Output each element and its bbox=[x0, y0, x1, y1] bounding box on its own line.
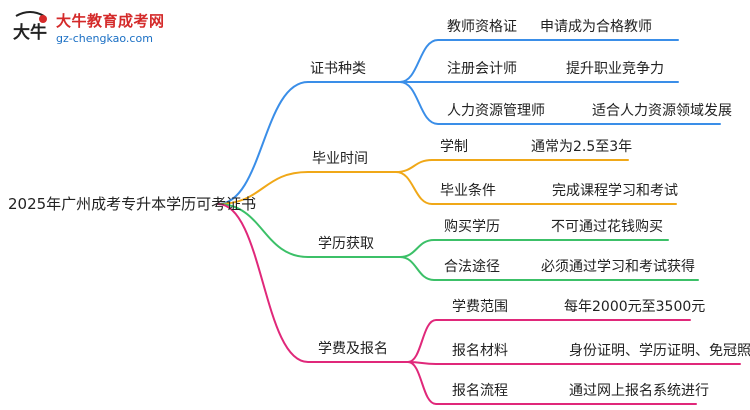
leaf-label-3-2: 合法途径 bbox=[444, 259, 500, 275]
leaf-link-2-1 bbox=[395, 159, 629, 173]
leaf-link-1-1 bbox=[399, 39, 679, 83]
leaf-label-4-3: 报名流程 bbox=[452, 383, 508, 399]
branch-link-4 bbox=[217, 203, 409, 363]
leaf-label-4-2: 报名材料 bbox=[452, 343, 508, 359]
leaf-label-2-1: 学制 bbox=[440, 139, 468, 155]
leaf-label-3-1: 购买学历 bbox=[444, 219, 500, 235]
leaf-label-1-2: 注册会计师 bbox=[447, 61, 517, 77]
branch-label-3: 学历获取 bbox=[318, 236, 374, 252]
leaf-label-1-1: 教师资格证 bbox=[447, 19, 517, 35]
logo-url: gz-chengkao.com bbox=[56, 32, 153, 45]
leaf-link-4-3 bbox=[407, 361, 697, 405]
leaf-value-1-3: 适合人力资源领域发展 bbox=[592, 103, 732, 119]
logo: 大牛 大牛教育成考网 gz-chengkao.com bbox=[4, 6, 174, 52]
leaf-value-1-2: 提升职业竞争力 bbox=[566, 61, 664, 77]
leaf-value-4-2: 身份证明、学历证明、免冠照片 bbox=[569, 343, 750, 359]
leaf-value-3-1: 不可通过花钱购买 bbox=[551, 219, 663, 235]
leaf-value-2-2: 完成课程学习和考试 bbox=[552, 183, 678, 199]
root-node: 2025年广州成考专升本学历可考证书 bbox=[8, 195, 257, 213]
branch-link-1 bbox=[217, 81, 401, 205]
branch-link-2 bbox=[217, 171, 397, 205]
branch-link-3 bbox=[217, 203, 401, 258]
branch-label-4: 学费及报名 bbox=[318, 341, 388, 357]
leaf-link-3-2 bbox=[399, 256, 699, 281]
leaf-value-3-2: 必须通过学习和考试获得 bbox=[541, 259, 695, 275]
leaf-value-4-3: 通过网上报名系统进行 bbox=[569, 383, 709, 399]
leaf-link-1-3 bbox=[399, 81, 721, 125]
leaf-link-3-1 bbox=[399, 239, 669, 258]
leaf-link-4-1 bbox=[407, 319, 691, 363]
leaf-value-1-1: 申请成为合格教师 bbox=[540, 19, 652, 35]
leaf-value-4-1: 每年2000元至3500元 bbox=[564, 299, 706, 315]
logo-title: 大牛教育成考网 bbox=[56, 12, 165, 30]
leaf-label-1-3: 人力资源管理师 bbox=[447, 103, 545, 119]
logo-mark-icon: 大牛 bbox=[13, 11, 47, 43]
leaf-link-4-2 bbox=[407, 361, 741, 365]
logo-mark-text: 大牛 bbox=[13, 22, 47, 43]
leaf-link-2-2 bbox=[395, 171, 677, 205]
leaf-label-4-1: 学费范围 bbox=[452, 299, 508, 315]
branch-label-1: 证书种类 bbox=[310, 61, 366, 77]
branch-label-2: 毕业时间 bbox=[312, 151, 368, 167]
leaf-label-2-2: 毕业条件 bbox=[440, 183, 496, 199]
leaf-value-2-1: 通常为2.5至3年 bbox=[531, 139, 633, 155]
